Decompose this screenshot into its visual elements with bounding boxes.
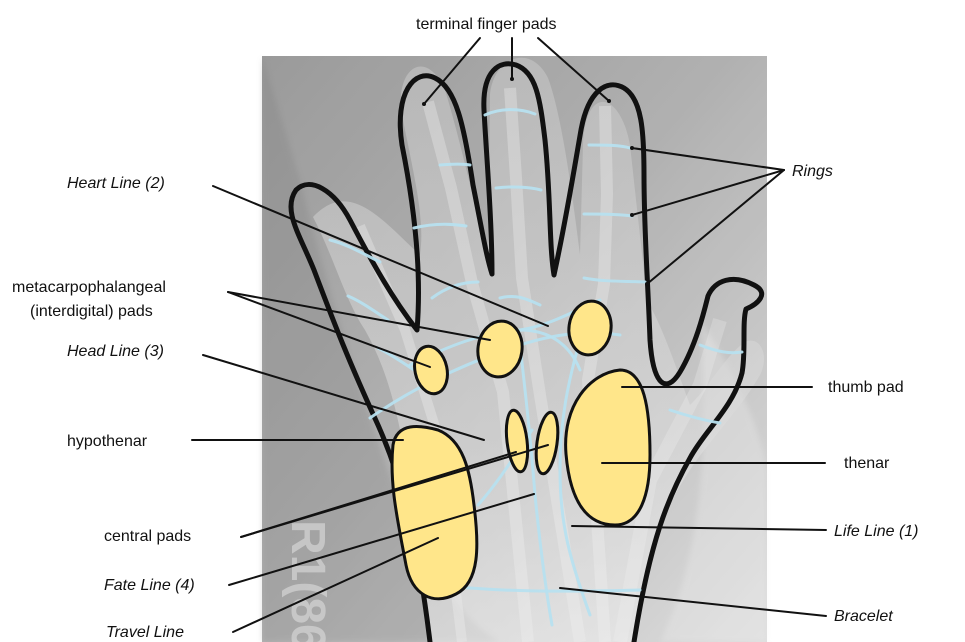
label-bracelet: Bracelet [834, 608, 893, 625]
label-head-line: Head Line (3) [67, 343, 164, 360]
leader-dot-terminal-middle [510, 77, 514, 81]
leader-dot-rings-1 [630, 146, 634, 150]
label-central-pads: central pads [104, 528, 191, 545]
faded-xray-marking: R1(86 [281, 520, 334, 642]
leader-dot-terminal-right [607, 99, 611, 103]
label-fate-line: Fate Line (4) [104, 577, 195, 594]
label-thenar: thenar [844, 455, 890, 472]
label-heart-line: Heart Line (2) [67, 175, 165, 192]
label-life-line: Life Line (1) [834, 523, 919, 540]
label-travel-line: Travel Line [106, 624, 184, 641]
label-terminal-finger-pads: terminal finger pads [416, 16, 557, 33]
label-rings: Rings [792, 163, 833, 180]
label-metacarpophalangeal-line-2: (interdigital) pads [30, 303, 153, 320]
label-metacarpophalangeal-line-1: metacarpophalangeal [12, 279, 166, 296]
label-hypothenar: hypothenar [67, 433, 148, 450]
label-thumb-pad: thumb pad [828, 379, 904, 396]
leader-dot-rings-3 [645, 282, 649, 286]
leader-dot-terminal-left [422, 102, 426, 106]
leader-dot-rings-2 [630, 213, 634, 217]
